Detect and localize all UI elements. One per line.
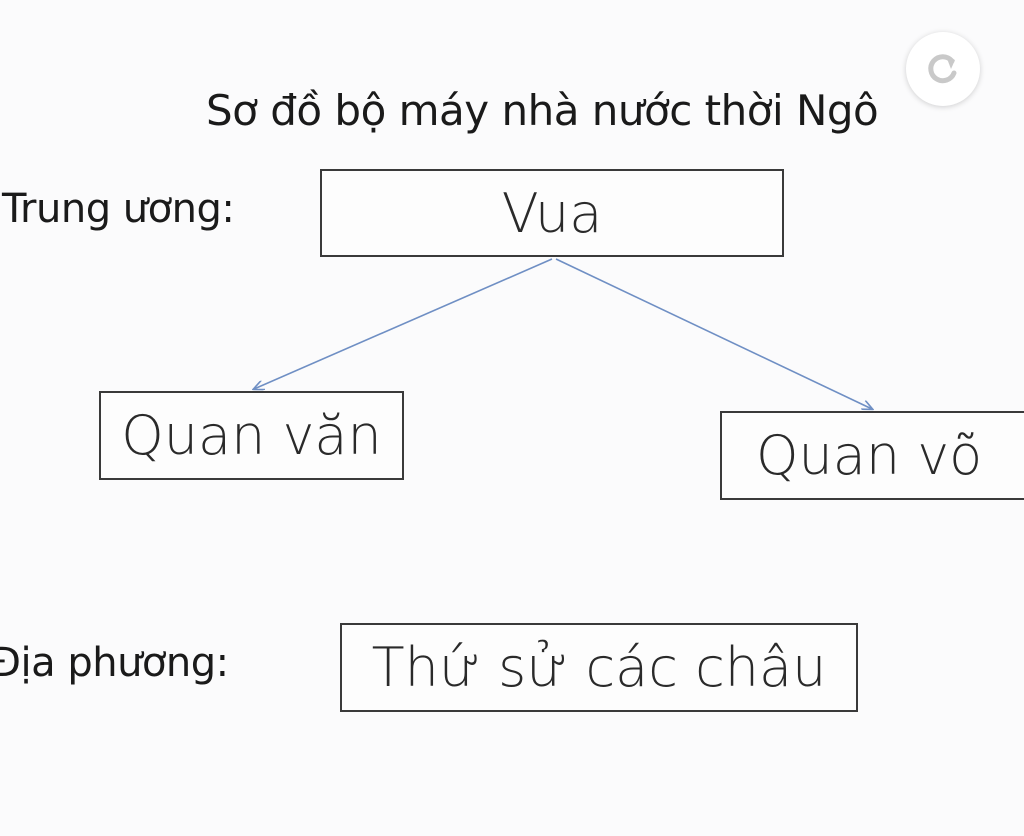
node-king-label: Vua	[501, 181, 603, 245]
central-level-label: Trung ương:	[2, 186, 235, 232]
node-provincial-governors-label: Thứ sử các châu	[371, 636, 827, 699]
node-civil-officials: Quan văn	[99, 391, 404, 480]
diagram-title: Sơ đồ bộ máy nhà nước thời Ngô	[206, 86, 879, 135]
node-civil-officials-label: Quan văn	[121, 404, 382, 467]
refresh-icon	[928, 54, 957, 84]
node-military-officials: Quan võ	[720, 411, 1024, 500]
node-king: Vua	[320, 169, 784, 257]
arrow-king-to-civil	[254, 258, 553, 389]
refresh-button[interactable]	[906, 32, 980, 106]
arrow-king-to-military	[555, 258, 872, 409]
node-military-officials-label: Quan võ	[756, 424, 983, 487]
node-provincial-governors: Thứ sử các châu	[340, 623, 858, 712]
local-level-label: Địa phương:	[0, 640, 229, 686]
